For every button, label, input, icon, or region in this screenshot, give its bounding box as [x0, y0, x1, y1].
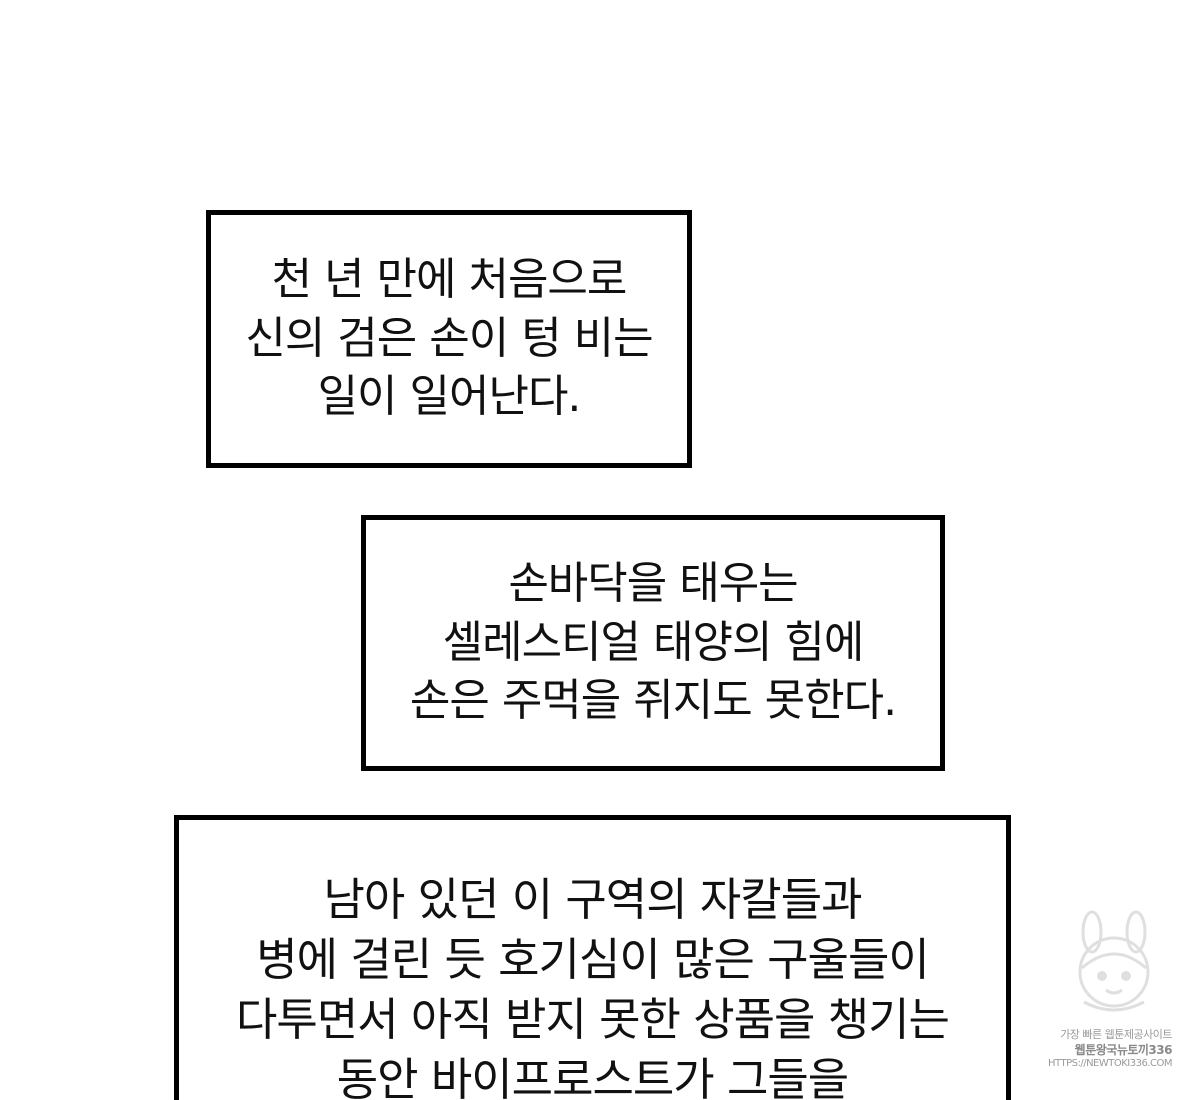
narration-line: 병에 걸린 듯 호기심이 많은 구울들이 — [256, 932, 930, 986]
watermark-url: HTTPS://NEWTOKI336.COM — [1048, 1058, 1172, 1069]
narration-line: 손은 주먹을 쥐지도 못한다. — [409, 675, 897, 727]
narration-line: 다투면서 아직 받지 못한 상품을 챙기는 — [236, 992, 950, 1046]
narration-line: 동안 바이프로스트가 그들을 — [336, 1052, 849, 1100]
narration-line: 천 년 만에 처음으로 — [271, 253, 628, 305]
watermark-site-name: 웹툰왕국뉴토끼336 — [1074, 1043, 1173, 1057]
narration-line: 일이 일어난다. — [317, 371, 582, 423]
narration-box-2: 손바닥을 태우는 셀레스티얼 태양의 힘에 손은 주먹을 쥐지도 못한다. — [361, 515, 945, 771]
narration-line: 신의 검은 손이 텅 비는 — [245, 312, 653, 364]
narration-box-1: 천 년 만에 처음으로 신의 검은 손이 텅 비는 일이 일어난다. — [206, 210, 692, 468]
narration-box-3: 남아 있던 이 구역의 자칼들과 병에 걸린 듯 호기심이 많은 구울들이 다투… — [174, 815, 1011, 1100]
bunny-mascot-icon — [1078, 910, 1150, 1012]
watermark-tagline: 가장 빠른 웹툰제공사이트 — [1060, 1028, 1172, 1041]
narration-line: 남아 있던 이 구역의 자칼들과 — [323, 873, 862, 926]
narration-line: 셀레스티얼 태양의 힘에 — [442, 616, 865, 668]
narration-line: 손바닥을 태우는 — [508, 557, 798, 609]
site-watermark: 가장 빠른 웹툰제공사이트 웹툰왕국뉴토끼336 HTTPS://NEWTOKI… — [1032, 910, 1173, 1080]
